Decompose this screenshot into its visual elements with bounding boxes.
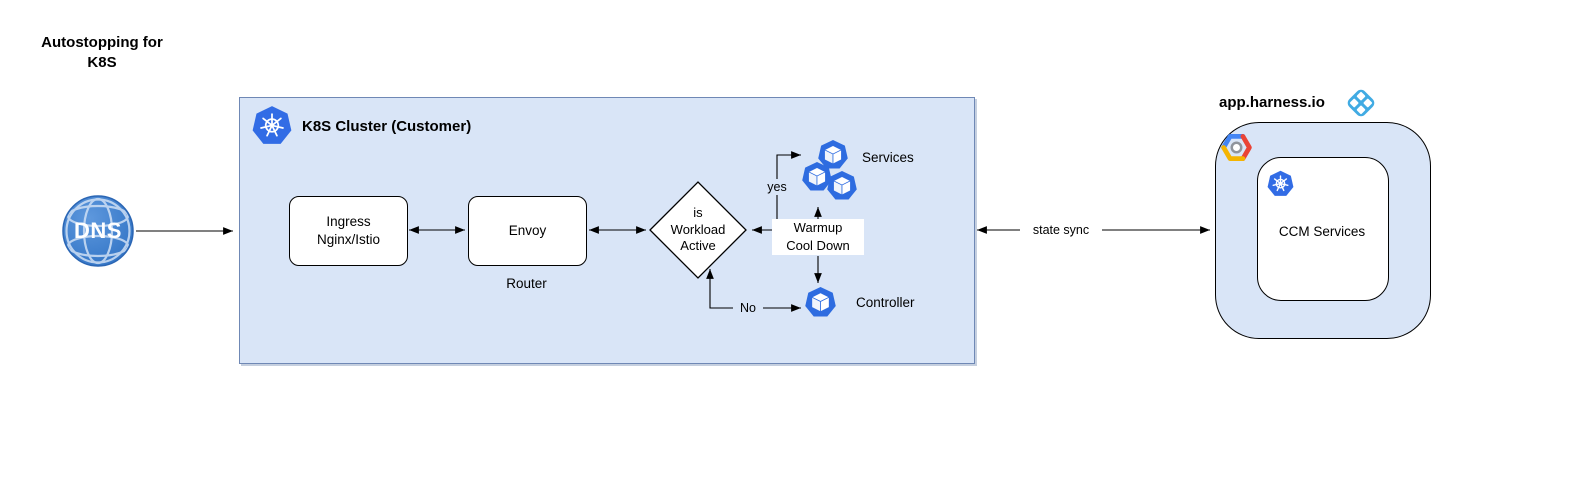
kubernetes-icon (252, 106, 292, 144)
decision-label: is Workload Active (670, 205, 726, 254)
cluster-title: K8S Cluster (Customer) (302, 118, 472, 135)
kubernetes-icon (1267, 170, 1294, 196)
ingress-node: Ingress Nginx/Istio (289, 196, 408, 266)
harness-logo-icon (1347, 89, 1375, 117)
services-label: Services (862, 150, 914, 165)
dns-node: DNS (74, 218, 122, 243)
controller-cube-icon (805, 286, 836, 317)
warmup-cooldown-label: Warmup Cool Down (772, 219, 864, 256)
router-caption: Router (506, 276, 547, 291)
service-cube-icon (827, 170, 857, 200)
page-title: Autostopping for K8S (41, 34, 163, 72)
gcp-icon (1221, 133, 1252, 162)
ccm-services-label: CCM Services (1278, 224, 1366, 239)
dns-globe-icon (62, 195, 134, 267)
harness-domain-label: app.harness.io (1219, 94, 1325, 111)
service-cube-icon (818, 139, 848, 169)
edge-label-yes: yes (758, 179, 796, 196)
state-sync-label: state sync (1020, 222, 1102, 239)
edge-label-no: No (733, 300, 763, 317)
controller-label: Controller (856, 295, 915, 310)
service-cube-icon (802, 161, 832, 191)
envoy-node: Envoy (468, 196, 587, 266)
